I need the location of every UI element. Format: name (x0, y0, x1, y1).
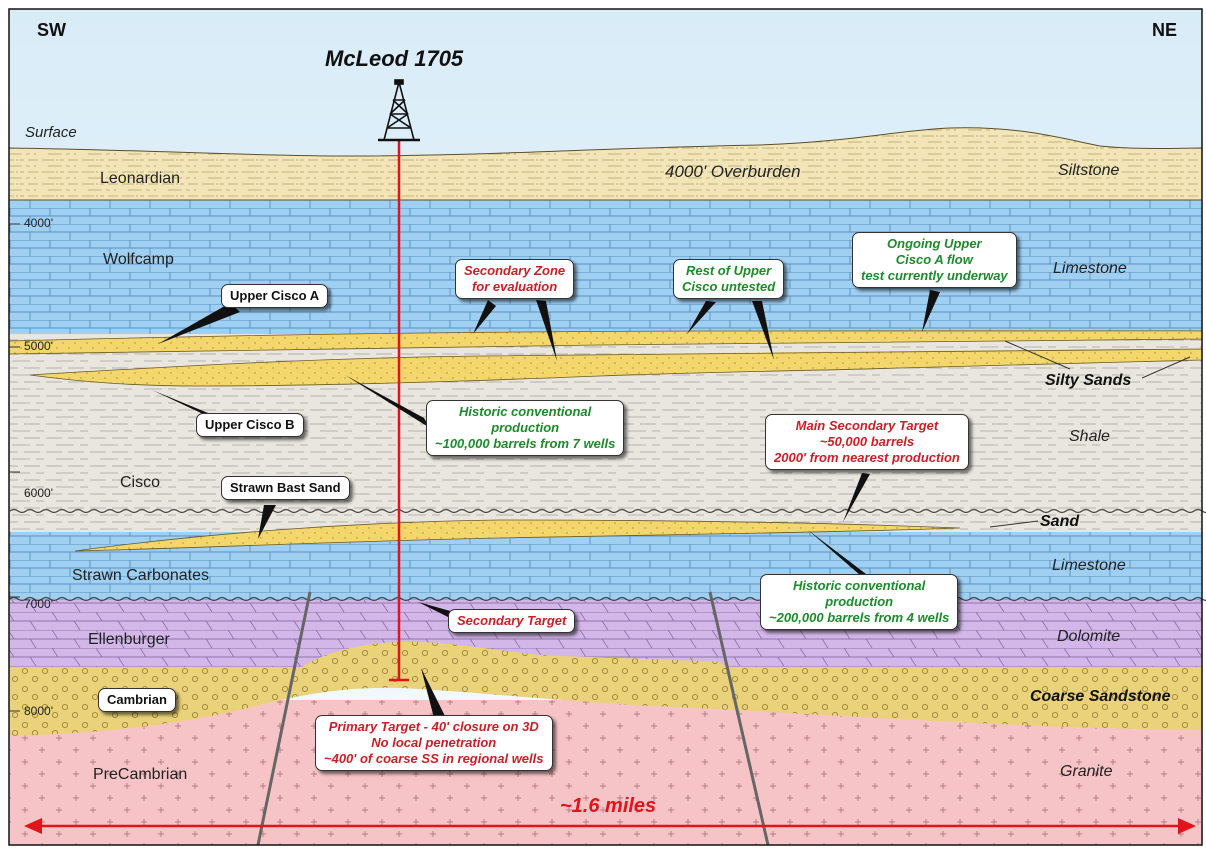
diagram-frame (8, 8, 1203, 846)
callout-line: production (825, 594, 894, 609)
cambrian-callout: Cambrian (98, 688, 176, 712)
fault-line-east (708, 591, 770, 846)
secondary-target-callout: Secondary Target (448, 609, 576, 633)
historic-conventional-1-callout: Historic conventional production ~100,00… (426, 400, 625, 456)
depth-ticks (9, 223, 20, 712)
historic-conventional-2-callout: Historic conventional production ~200,00… (760, 574, 959, 630)
distance-arrow (24, 818, 1196, 834)
callout-line: for evaluation (471, 279, 558, 294)
unconformity-line-upper (9, 508, 1206, 514)
strawn-carbonates-label: Strawn Carbonates (72, 567, 209, 584)
callout-line: Historic conventional (793, 578, 926, 593)
leonardian-label: Leonardian (100, 170, 181, 187)
depth-7000: 7000' (24, 597, 53, 611)
ellenburger-dolomite-layer (9, 598, 1202, 670)
callout-line: Cisco A flow (895, 252, 973, 267)
callout-line: ~400' of coarse SS in regional wells (324, 751, 544, 766)
wolfcamp-limestone-layer (9, 198, 1202, 334)
callout-line: Cisco untested (682, 279, 776, 294)
siltstone-label: Siltstone (1058, 162, 1120, 179)
silty-sands-label: Silty Sands (1045, 372, 1132, 389)
callout-line: Upper Cisco B (205, 417, 295, 432)
dolomite-label: Dolomite (1057, 628, 1121, 645)
callout-line: test currently underway (861, 268, 1008, 283)
depth-5000: 5000' (24, 339, 53, 353)
precambrian-label: PreCambrian (93, 766, 188, 783)
depth-8000: 8000' (24, 704, 53, 718)
callout-line: Cambrian (107, 692, 167, 707)
callout-line: production (491, 420, 560, 435)
shale-label: Shale (1069, 428, 1110, 445)
callout-line: Historic conventional (459, 404, 592, 419)
depth-6000: 6000' (24, 486, 53, 500)
ongoing-flow-test-callout: Ongoing Upper Cisco A flow test currentl… (852, 232, 1017, 288)
callout-line: ~50,000 barrels (819, 434, 915, 449)
ne-label: NE (1152, 20, 1178, 40)
coarse-sandstone-label: Coarse Sandstone (1030, 688, 1171, 705)
depth-4000: 4000' (24, 216, 53, 230)
rest-upper-cisco-callout: Rest of Upper Cisco untested (673, 259, 785, 299)
callout-line: 2000' from nearest production (774, 450, 960, 465)
callout-line: Upper Cisco A (230, 288, 320, 303)
overburden-label: 4000' Overburden (665, 162, 801, 181)
upper-cisco-a-callout: Upper Cisco A (221, 284, 329, 308)
callout-line: Primary Target - 40' closure on 3D (328, 719, 539, 734)
granite-label: Granite (1060, 763, 1113, 780)
ellenburger-label: Ellenburger (88, 631, 170, 648)
distance-label: ~1.6 miles (560, 795, 657, 817)
sand-label: Sand (1040, 513, 1080, 530)
callout-line: ~200,000 barrels from 4 wells (769, 610, 950, 625)
limestone-lower-label: Limestone (1052, 557, 1126, 574)
overburden-layer (8, 127, 1203, 201)
limestone-upper-label: Limestone (1053, 260, 1127, 277)
leader-lines (989, 340, 1191, 528)
strawn-bast-sand-callout: Strawn Bast Sand (221, 476, 350, 500)
upper-cisco-b-callout: Upper Cisco B (196, 413, 304, 437)
secondary-zone-callout: Secondary Zone for evaluation (455, 259, 575, 299)
main-secondary-target-callout: Main Secondary Target ~50,000 barrels 20… (765, 414, 969, 470)
callout-line: Rest of Upper (685, 263, 772, 278)
drilling-rig-icon (378, 79, 420, 142)
surface-label: Surface (25, 124, 77, 141)
cisco-label: Cisco (120, 474, 161, 491)
unconformity-line-lower (9, 596, 1206, 602)
fault-line-west (256, 591, 312, 846)
primary-target-callout: Primary Target - 40' closure on 3D No lo… (315, 715, 553, 771)
well-name: McLeod 1705 (325, 46, 464, 71)
sw-label: SW (37, 20, 66, 40)
callout-line: Ongoing Upper (887, 236, 982, 251)
callout-line: No local penetration (371, 735, 497, 750)
wolfcamp-label: Wolfcamp (103, 251, 174, 268)
strawn-bast-sand (74, 519, 961, 552)
callout-line: Secondary Target (457, 613, 567, 628)
callout-line: Strawn Bast Sand (230, 480, 341, 495)
callout-line: Secondary Zone (464, 263, 566, 278)
upper-cisco-b-sand (29, 348, 1203, 387)
callout-line: ~100,000 barrels from 7 wells (435, 436, 616, 451)
callout-line: Main Secondary Target (795, 418, 939, 433)
